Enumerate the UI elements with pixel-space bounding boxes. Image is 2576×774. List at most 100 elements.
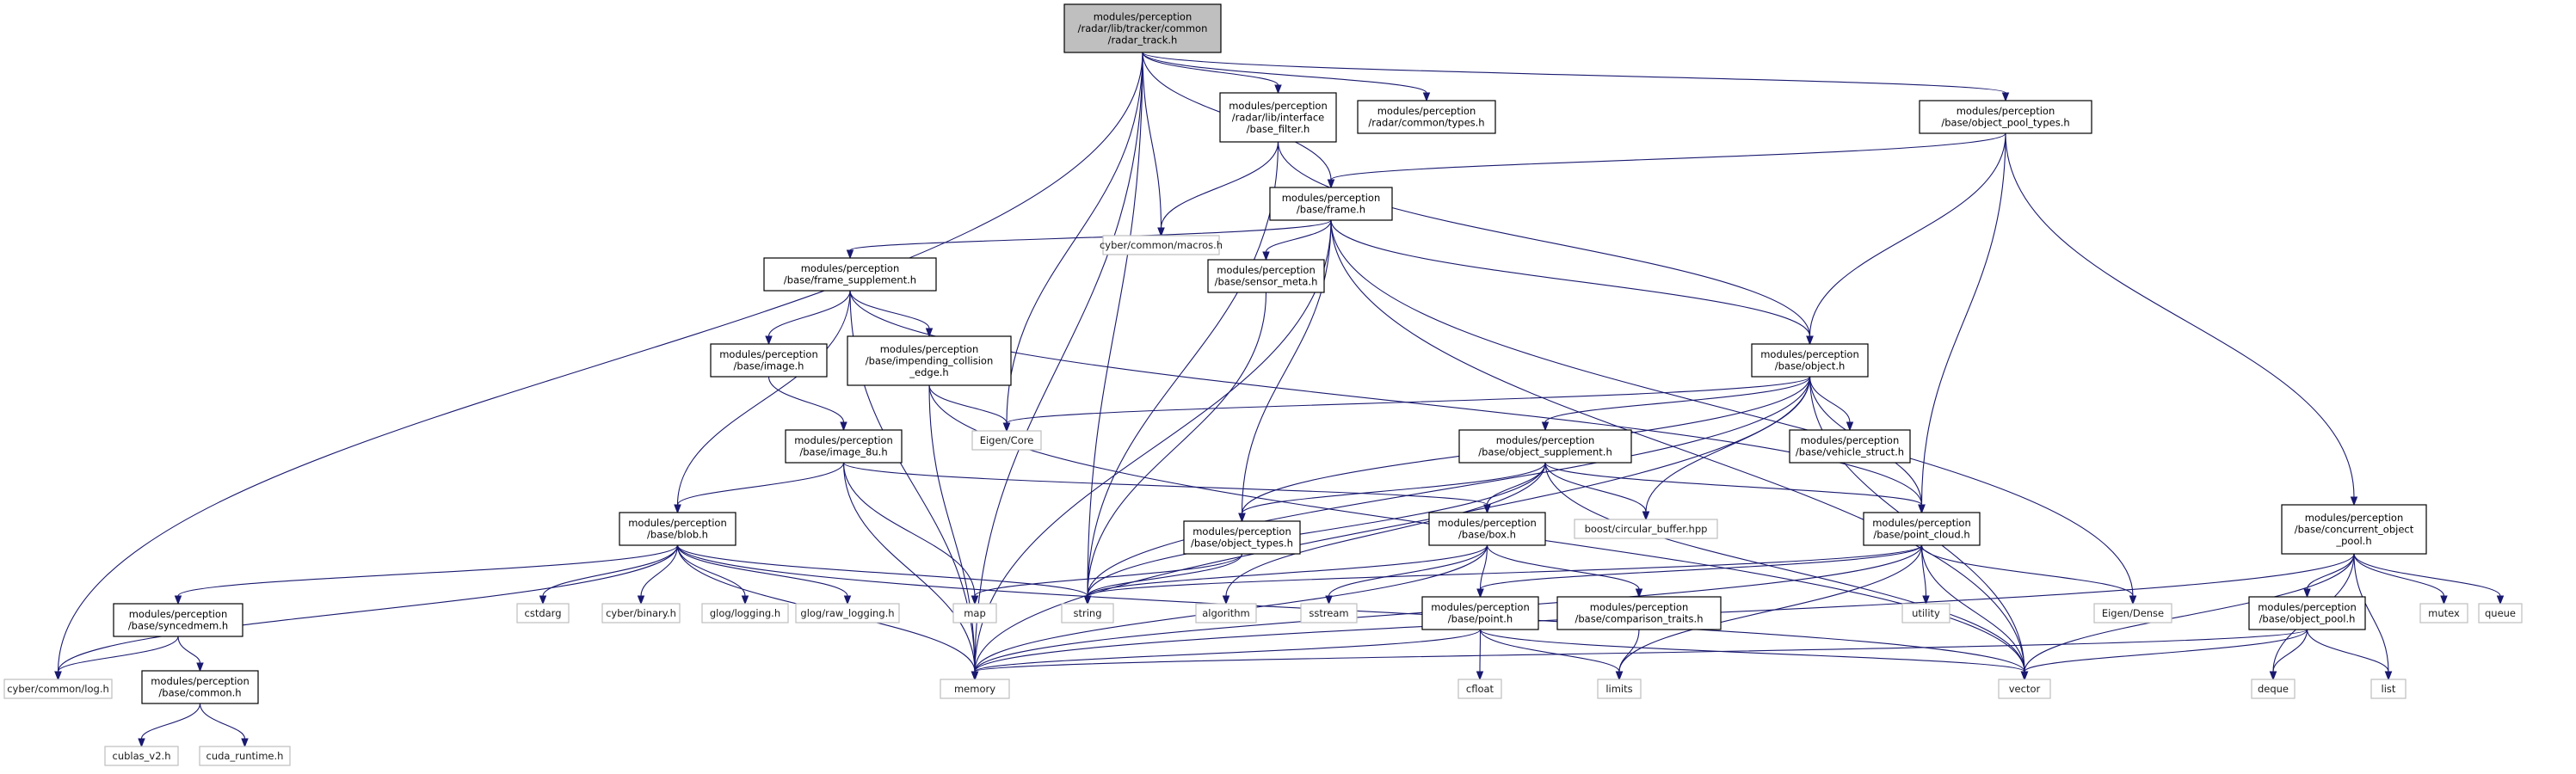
node-label-line: modules/perception (129, 608, 228, 620)
node-label-line: /base/object_pool.h (2259, 613, 2356, 625)
edge-arrowhead (1476, 671, 1484, 681)
edge-line (676, 544, 1088, 597)
node-list: list (2370, 679, 2407, 699)
edge-object-to-eigen_core (1002, 376, 1811, 433)
edge-arrowhead (2440, 595, 2448, 605)
edge-line (1142, 52, 1162, 229)
edge-frame_supplement-to-impending (849, 290, 934, 338)
node-object-pool[interactable]: modules/perception/base/object_pool.h (2248, 596, 2366, 630)
node-cyber-log: cyber/common/log.h (3, 679, 113, 699)
node-box (952, 603, 997, 624)
edge-line (1277, 141, 1811, 337)
node-label-line: /base/concurrent_object (2295, 523, 2414, 535)
node-box (971, 430, 1042, 451)
edge-radar_track-to-string (1083, 52, 1143, 605)
edge-line (974, 629, 2308, 673)
node-label-line: cyber/common/log.h (7, 683, 109, 695)
edge-line (2353, 553, 2445, 597)
node-concurrent-pool[interactable]: modules/perception/base/concurrent_objec… (2281, 504, 2427, 555)
node-cuda-runtime: cuda_runtime.h (199, 746, 291, 766)
node-glog-raw: glog/raw_logging.h (795, 603, 900, 624)
node-image[interactable]: modules/perception/base/image.h (710, 343, 828, 378)
node-box (2370, 679, 2407, 699)
node-box (1357, 100, 1496, 134)
edge-arrowhead (2001, 92, 2010, 102)
node-box (1061, 603, 1114, 624)
node-common[interactable]: modules/perception/base/common.h (141, 670, 259, 704)
edge-line (849, 290, 930, 329)
edge-line (1241, 462, 1546, 514)
edge-arrowhead (1238, 513, 1246, 523)
node-utility: utility (1901, 603, 1950, 624)
edges-layer (54, 52, 2505, 748)
node-box (1901, 603, 1950, 624)
node-label-line: /base/object.h (1775, 360, 1846, 372)
node-label-line: string (1073, 607, 1101, 619)
edge-arrowhead (637, 595, 645, 605)
node-box (1300, 603, 1358, 624)
node-image-8u[interactable]: modules/perception/base/image_8u.h (785, 429, 903, 464)
edge-line (1087, 52, 1143, 597)
edge-line (974, 553, 1243, 597)
node-box[interactable]: modules/perception/base/box.h (1428, 512, 1546, 546)
node-label-line: /base/impending_collision (866, 354, 994, 366)
edge-arrowhead (138, 738, 145, 748)
node-object-pool-types[interactable]: modules/perception/base/object_pool_type… (1919, 100, 2092, 134)
node-vehicle-struct[interactable]: modules/perception/base/vehicle_struct.h (1789, 429, 1911, 464)
node-box (785, 429, 903, 464)
node-queue: queue (2478, 603, 2523, 624)
node-label-line: algorithm (1202, 607, 1250, 619)
node-label-line: modules/perception (1872, 517, 1971, 529)
node-blob[interactable]: modules/perception/base/blob.h (619, 512, 736, 546)
edge-blob-to-glog_logging (676, 544, 749, 605)
node-sensor-meta[interactable]: modules/perception/base/sensor_meta.h (1207, 259, 1325, 293)
node-point[interactable]: modules/perception/base/point.h (1421, 596, 1539, 630)
node-comparison-traits[interactable]: modules/perception/base/comparison_trait… (1556, 596, 1722, 630)
edge-line (2353, 553, 2389, 673)
edge-line (1544, 462, 1923, 506)
edge-line (1486, 544, 1640, 590)
edge-line (57, 52, 1143, 673)
node-label-line: cyber/binary.h (606, 607, 676, 619)
edge-box-to-sstream (1325, 544, 1488, 605)
node-frame-supplement[interactable]: modules/perception/base/frame_supplement… (763, 257, 937, 292)
node-frame[interactable]: modules/perception/base/frame.h (1269, 187, 1393, 221)
edge-line (676, 462, 845, 506)
edge-point-to-cfloat (1476, 629, 1484, 681)
edge-line (177, 636, 201, 664)
node-syncedmem[interactable]: modules/perception/base/syncedmem.h (113, 603, 243, 637)
node-point-cloud[interactable]: modules/perception/base/point_cloud.h (1863, 512, 1981, 546)
edge-point_cloud-to-string (1083, 544, 1923, 605)
edge-arrowhead (840, 421, 847, 432)
node-impending[interactable]: modules/perception/base/impending_collis… (847, 335, 1012, 386)
edge-base_filter-to-macros (1157, 141, 1279, 237)
node-object-types[interactable]: modules/perception/base/object_types.h (1183, 520, 1301, 555)
node-box (1597, 679, 1642, 699)
node-label-line: modules/perception (2305, 512, 2404, 524)
edge-line (1479, 629, 1482, 673)
edge-arrowhead (1806, 335, 1814, 346)
node-label-line: deque (2258, 683, 2289, 695)
edge-line (57, 544, 679, 673)
edge-line (1920, 132, 2006, 506)
edge-line (1087, 544, 1923, 597)
edge-line (2306, 629, 2389, 673)
edge-image_8u-to-map (842, 462, 979, 605)
node-box (1102, 235, 1220, 255)
edge-line (1330, 219, 1811, 337)
edge-line (1087, 292, 1267, 597)
edge-line (849, 290, 1923, 506)
edge-line (2005, 132, 2355, 498)
node-object[interactable]: modules/perception/base/object.h (1751, 343, 1869, 378)
node-radar-track[interactable]: modules/perception/radar/lib/tracker/com… (1063, 3, 1222, 53)
node-base-filter[interactable]: modules/perception/radar/lib/interface/b… (1219, 92, 1337, 143)
edge-arrowhead (2269, 671, 2277, 681)
node-box (940, 679, 1010, 699)
node-box (1207, 259, 1325, 293)
edge-line (1920, 544, 2134, 597)
edge-arrowhead (843, 595, 852, 605)
edge-object_types-to-map (971, 553, 1243, 605)
edge-line (1330, 219, 2134, 597)
node-radar-types[interactable]: modules/perception/radar/common/types.h (1357, 100, 1496, 134)
node-object-supplement[interactable]: modules/perception/base/object_supplemen… (1458, 429, 1632, 464)
